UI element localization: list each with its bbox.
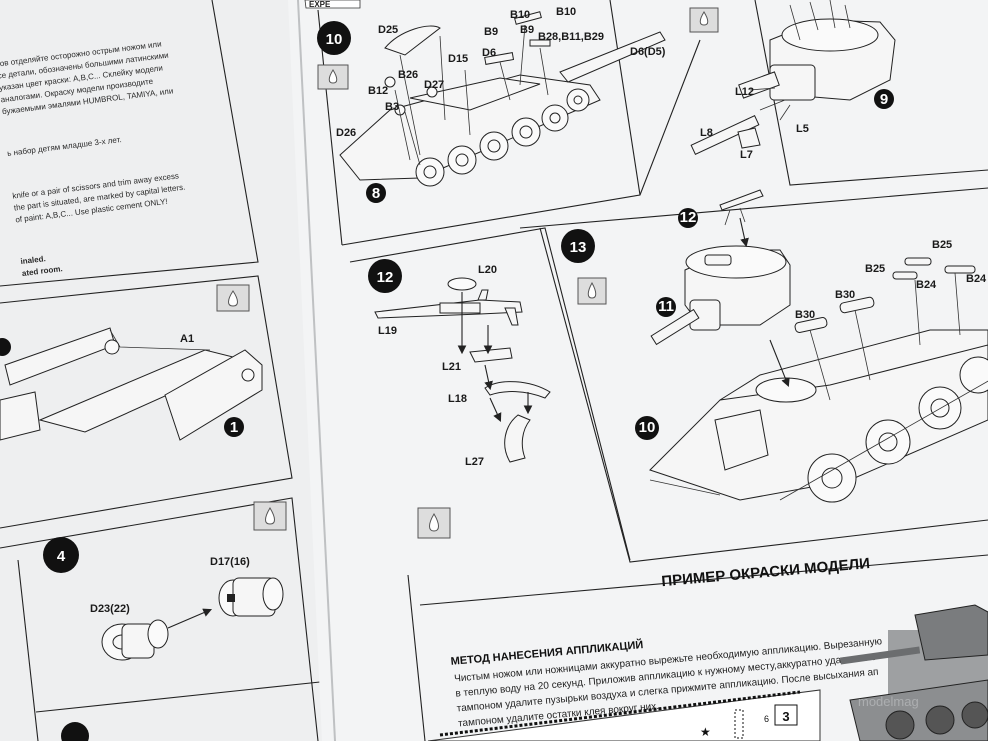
frame-line (519, 187, 988, 229)
paint-drop-icon (317, 64, 349, 90)
tank-hull (649, 329, 988, 501)
label-b25-a: B25 (932, 239, 952, 251)
label-d27: D27 (424, 79, 444, 91)
text-panel-frame (0, 0, 259, 287)
label-b10-a: B10 (510, 9, 530, 21)
frame-line (609, 0, 641, 196)
label-l18: L18 (448, 393, 467, 405)
paint-drop-icon (577, 277, 607, 305)
label-l21: L21 (442, 361, 461, 373)
badge-12: 12 (680, 209, 697, 226)
step-a-panel-frame (0, 275, 293, 529)
label-b26: B26 (398, 69, 418, 81)
label-b24-a: B24 (916, 279, 937, 291)
label-d6-d5: D6(D5) (630, 46, 666, 58)
watermark: modelmag (858, 694, 919, 709)
label-l5: L5 (796, 123, 809, 135)
turret (650, 245, 791, 346)
paint-drop-icon (689, 7, 719, 33)
label-d25: D25 (378, 24, 398, 36)
label-d23: D23(22) (90, 603, 130, 615)
step-12-number: 12 (377, 269, 394, 286)
step-4-panel-frame (0, 497, 319, 741)
label-a1: A1 (180, 333, 194, 345)
painted-tank-illustration (839, 604, 988, 741)
label-b9-a: B9 (484, 26, 498, 38)
label-l8: L8 (700, 127, 713, 139)
label-l12: L12 (735, 86, 754, 98)
badge-11: 11 (658, 298, 674, 315)
step-12: 12 L20 L19 L21 L18 L27 (368, 259, 551, 539)
machine-gun-part (374, 289, 523, 326)
badge-10: 10 (639, 419, 656, 436)
step-a-parts: A1 1 (0, 327, 263, 441)
label-b30-b: B30 (835, 289, 855, 301)
frame-line (349, 227, 631, 561)
step-4-number: 4 (57, 548, 66, 565)
decal-sheet: 3 6 ★ (427, 689, 821, 741)
frame-line (754, 0, 988, 186)
road-wheels (649, 356, 988, 503)
label-b25-b: B25 (865, 263, 885, 275)
en-line-4: inaled. (20, 254, 46, 266)
decal-number-3: 3 (782, 709, 789, 724)
label-l19: L19 (378, 325, 397, 337)
label-b30-a: B30 (795, 309, 815, 321)
step-10-number: 10 (326, 31, 343, 48)
frame-line (539, 227, 988, 563)
frame-line (407, 574, 426, 741)
decal-number-6: 6 (764, 714, 769, 724)
label-b3: B3 (385, 101, 399, 113)
paint-drop-icon (216, 284, 250, 312)
label-b10-b: B10 (556, 6, 576, 18)
step-4: 4 D17(16) D23(22) (43, 537, 284, 741)
star-icon: ★ (700, 725, 711, 739)
label-l7: L7 (740, 149, 753, 161)
paint-drop-icon (253, 501, 287, 531)
frame-line (419, 554, 988, 606)
paint-drop-icon (417, 507, 451, 539)
label-b28-b11-b29: B28,B11,B29 (538, 31, 604, 43)
left-page: ков отделяйте осторожно острым ножом или… (0, 0, 335, 741)
top-banner: EXPE (304, 0, 361, 9)
step-13-number: 13 (570, 239, 587, 256)
step-13: 13 12 11 (561, 189, 988, 503)
label-d17: D17(16) (210, 556, 250, 568)
road-wheels (415, 88, 590, 187)
right-page (288, 0, 988, 741)
badge-1: 1 (230, 419, 238, 436)
label-l27: L27 (465, 456, 484, 468)
label-d26: D26 (336, 127, 356, 139)
label-b9-b: B9 (520, 24, 534, 36)
badge-9: 9 (880, 91, 888, 108)
label-b12: B12 (368, 85, 388, 97)
label-l20: L20 (478, 264, 497, 276)
banner-text: EXPE (309, 0, 331, 9)
step-4-bottom-line (35, 681, 321, 713)
step-9: 9 L12 L8 L7 L5 (689, 0, 896, 161)
label-d15: D15 (448, 53, 468, 65)
label-d6: D6 (482, 47, 496, 59)
step-10: 10 8 D25 B10 B10 (317, 6, 666, 203)
step-4-inner-line (17, 559, 39, 741)
badge-8: 8 (372, 185, 380, 202)
label-b24-b: B24 (966, 273, 987, 285)
